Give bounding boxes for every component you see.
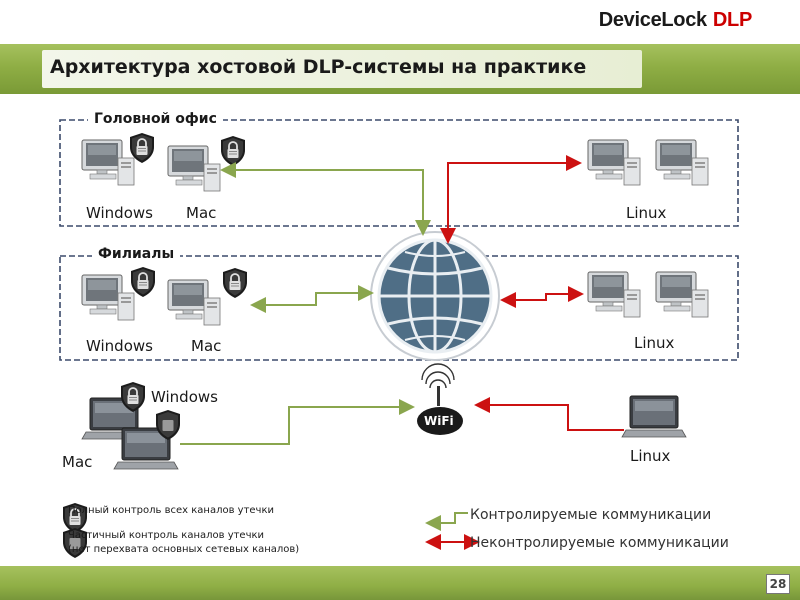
mobile-controlled-link [180, 399, 415, 445]
title-band-inner [42, 50, 642, 88]
mobile-windows-label: Windows [151, 388, 218, 406]
branch-windows-label: Windows [86, 337, 153, 355]
head-windows-label: Windows [86, 204, 153, 222]
head-uncontrolled-link [440, 155, 582, 244]
head-mac-label: Mac [186, 204, 217, 222]
head-windows-computer [81, 139, 135, 186]
legend-partial-note: (нет перехвата основных сетевых каналов) [68, 544, 300, 555]
page-number: 28 [766, 574, 790, 594]
branches-label: Филиалы [92, 246, 181, 262]
branch-windows-shield-icon [130, 266, 156, 298]
page-title: Архитектура хостовой DLP-системы на прак… [50, 56, 587, 78]
globe-icon [370, 231, 500, 361]
head-office-frame [59, 119, 739, 227]
head-office-label: Головной офис [88, 111, 223, 127]
head-controlled-link [220, 162, 431, 236]
branch-windows-computer [81, 274, 135, 321]
head-linux-label: Linux [626, 204, 667, 222]
legend-controlled-line [425, 512, 468, 531]
top-bar [0, 0, 800, 40]
branch-uncontrolled-link [500, 286, 584, 308]
branch-linux-computer-1 [587, 271, 641, 318]
mobile-mac-label: Mac [62, 453, 93, 471]
branch-mac-shield-icon [222, 267, 248, 299]
branch-mac-computer [167, 279, 221, 326]
title-band [0, 44, 800, 94]
branch-controlled-link [250, 285, 374, 313]
head-linux-computer-1 [587, 139, 641, 186]
head-mac-shield-icon [220, 135, 246, 167]
head-mac-computer [167, 145, 221, 192]
legend-uncontrolled: Неконтролируемые коммуникации [470, 535, 729, 551]
legend-full-control: Полный контроль всех каналов утечки [68, 505, 274, 516]
logo-dlp: DLP [712, 9, 752, 31]
branch-linux-label: Linux [634, 334, 675, 352]
mobile-linux-label: Linux [630, 447, 671, 465]
mobile-linux-laptop [621, 395, 687, 438]
wifi-icon [417, 363, 463, 435]
legend-partial-control: Частичный контроль каналов утечки [68, 530, 265, 541]
mobile-uncontrolled-link [474, 397, 624, 431]
legend-controlled: Контролируемые коммуникации [470, 507, 712, 523]
branch-linux-computer-2 [655, 271, 709, 318]
footer-band [0, 566, 800, 600]
head-linux-computer-2 [655, 139, 709, 186]
wifi-label: WiFi [424, 414, 454, 428]
branch-mac-label: Mac [191, 337, 222, 355]
logo-text: DeviceLock [598, 9, 707, 31]
